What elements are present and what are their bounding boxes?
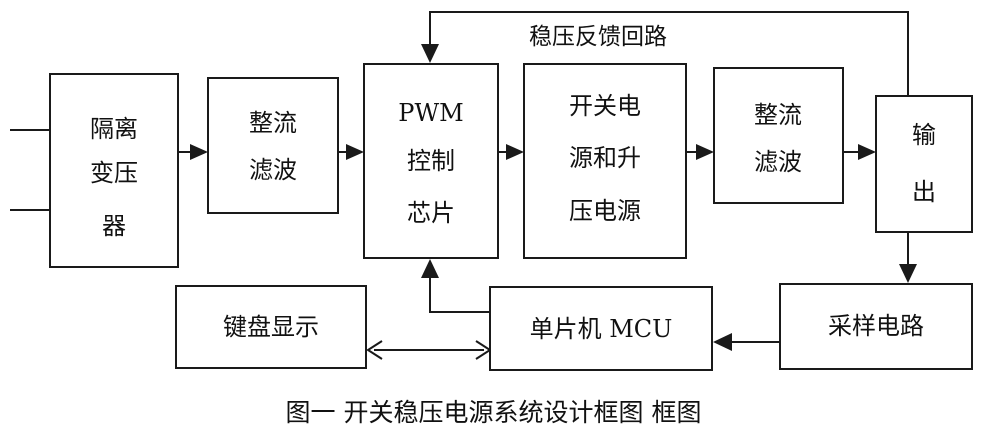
block-rectifier-filter-1: 整流 滤波 <box>207 77 339 214</box>
feedback-loop-label: 稳压反馈回路 <box>529 24 667 50</box>
block-rectifier-filter-2: 整流 滤波 <box>713 67 844 204</box>
block-transformer: 隔离 变压 器 <box>49 73 179 268</box>
switching-line-1: 开关电 <box>569 92 641 120</box>
rectifier2-line-1: 整流 <box>754 101 802 129</box>
switching-line-2: 源和升 <box>569 144 641 172</box>
switching-line-3: 压电源 <box>569 197 641 225</box>
block-keyboard-display: 键盘显示 <box>175 285 367 369</box>
mcu-label: 单片机 MCU <box>530 315 673 343</box>
block-output: 输 出 <box>875 95 973 233</box>
output-line-1: 输 <box>912 121 936 149</box>
arrow-rectifier-to-pwm <box>346 144 364 160</box>
arrow-transformer-to-rectifier <box>190 144 208 160</box>
pwm-line-3: 芯片 <box>407 199 455 227</box>
transformer-line-3: 器 <box>102 212 126 240</box>
arrow-feedback-into-pwm <box>421 44 439 63</box>
arrow-pwm-to-switching <box>506 144 524 160</box>
block-switching-supply: 开关电 源和升 压电源 <box>523 63 687 259</box>
block-pwm-chip: PWM 控制 芯片 <box>363 63 499 259</box>
arrow-mcu-into-pwm <box>421 259 439 278</box>
transformer-line-2: 变压 <box>90 159 138 187</box>
output-line-2: 出 <box>912 178 936 206</box>
rectifier1-line-2: 滤波 <box>249 156 297 184</box>
arrowhead-left-keyboard <box>366 340 383 360</box>
rectifier1-line-1: 整流 <box>249 109 297 137</box>
figure-caption: 图一 开关稳压电源系统设计框图 框图 <box>285 398 702 427</box>
keyboard-display-label: 键盘显示 <box>223 313 319 341</box>
arrow-sampling-to-mcu <box>713 333 732 351</box>
block-sampling-circuit: 采样电路 <box>779 283 973 370</box>
transformer-line-1: 隔离 <box>90 115 138 143</box>
arrow-switching-to-rectifier2 <box>696 144 714 160</box>
pwm-line-1: PWM <box>398 99 463 127</box>
block-mcu: 单片机 MCU <box>489 286 713 371</box>
sampling-label: 采样电路 <box>828 312 924 340</box>
arrow-rectifier2-to-output <box>858 144 876 160</box>
connector-mcu-to-pwm <box>429 278 490 313</box>
pwm-line-2: 控制 <box>407 147 455 175</box>
feedback-loop-line <box>429 11 909 96</box>
rectifier2-line-2: 滤波 <box>754 148 802 176</box>
arrow-output-to-sampling <box>899 264 917 283</box>
